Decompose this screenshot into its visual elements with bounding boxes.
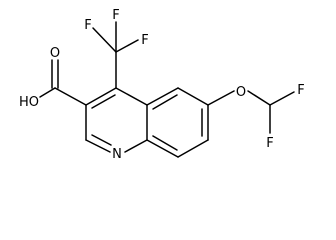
bond-c7-c8 bbox=[177, 139, 209, 158]
atom-label-f: F bbox=[297, 83, 304, 98]
structure-canvas: F F F HO O N O F F bbox=[19, 8, 305, 162]
bond-c-oh bbox=[39, 87, 56, 98]
difluoromethoxy-group bbox=[207, 90, 295, 134]
bond-c4-c4a bbox=[115, 87, 148, 106]
bond-c3-c4 bbox=[85, 87, 117, 106]
bond-n-c2-inner bbox=[91, 134, 112, 146]
atom-label-ether-oxygen: O bbox=[236, 85, 246, 100]
benzene-ring bbox=[146, 87, 209, 158]
bond-c4a-c5 bbox=[146, 87, 179, 106]
bond-cf3-f-left bbox=[92, 27, 117, 53]
atom-label-nitrogen: N bbox=[112, 147, 122, 162]
bond-chf2-f-upper bbox=[269, 91, 295, 106]
bond-c3-c4-inner bbox=[91, 94, 116, 109]
bond-c8-c8a bbox=[146, 139, 179, 158]
bond-c8a-n bbox=[124, 139, 148, 153]
bond-o-chf2 bbox=[247, 90, 271, 106]
trifluoromethyl-group bbox=[92, 21, 139, 89]
bond-c3-cooh bbox=[54, 87, 87, 106]
atom-label-hydroxyl: HO bbox=[19, 95, 39, 110]
atom-label-carbonyl-oxygen: O bbox=[50, 46, 60, 61]
bond-c6-o bbox=[207, 90, 235, 106]
bond-c4a-c5-inner bbox=[152, 94, 178, 110]
bond-c5-c6 bbox=[177, 87, 209, 106]
carboxylic-acid-group bbox=[39, 59, 87, 106]
bond-c8-c8a-inner bbox=[152, 135, 178, 151]
bond-n-c2 bbox=[85, 139, 111, 153]
atom-label-f: F bbox=[266, 136, 273, 151]
molecule-diagram: F F F HO O N O F F bbox=[19, 8, 305, 162]
atom-label-f: F bbox=[84, 18, 91, 33]
bond-cf3-f-right bbox=[115, 39, 139, 53]
atom-label-f: F bbox=[141, 33, 148, 48]
pyridine-ring bbox=[85, 87, 148, 153]
atom-label-f: F bbox=[112, 8, 119, 23]
